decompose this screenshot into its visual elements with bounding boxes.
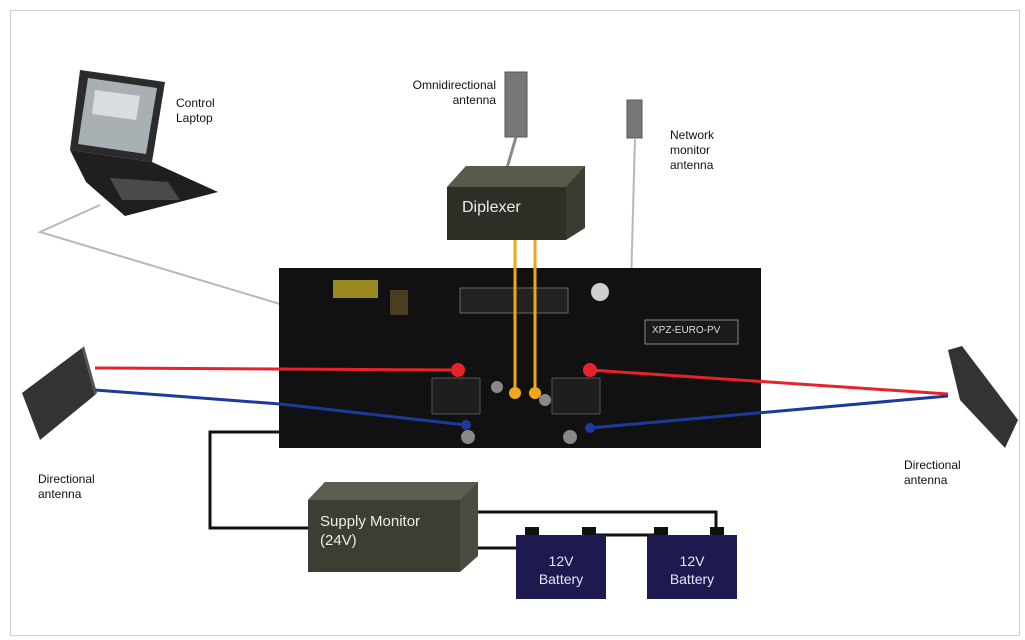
diplexer-box	[447, 166, 585, 240]
network-monitor-antenna-icon	[626, 99, 643, 139]
power-cable-to-unit	[208, 430, 308, 530]
network-monitor-antenna-label: Network monitor antenna	[670, 128, 715, 172]
unit-model-label: XPZ-EURO-PV	[652, 325, 721, 336]
directional-antenna-right-icon	[948, 346, 1018, 448]
directional-antenna-left-label: Directional antenna	[38, 472, 95, 501]
omni-antenna-icon	[504, 71, 528, 138]
rf-line-right	[589, 368, 949, 396]
supply-monitor-label: Supply Monitor (24V)	[320, 513, 421, 549]
laptop-icon	[70, 70, 218, 216]
control-cable	[37, 204, 301, 311]
supply-monitor-box	[308, 482, 478, 572]
control-laptop-label: Control Laptop	[176, 96, 215, 125]
rf-line-left	[94, 366, 459, 372]
omni-antenna-label: Omnidirectional antenna	[412, 78, 496, 107]
directional-antenna-left-icon	[22, 346, 97, 440]
power-cable-battery	[460, 510, 718, 530]
diplexer-label: Diplexer	[462, 199, 521, 216]
rf-return-left	[94, 388, 467, 427]
directional-antenna-right-label: Directional antenna	[904, 458, 961, 487]
battery-2-icon	[647, 527, 737, 599]
battery-1-icon	[516, 527, 606, 599]
main-unit	[279, 268, 761, 448]
battery-1-label: 12V Battery	[538, 553, 584, 587]
battery-2-label: 12V Battery	[669, 553, 715, 587]
rf-return-right	[589, 394, 949, 430]
